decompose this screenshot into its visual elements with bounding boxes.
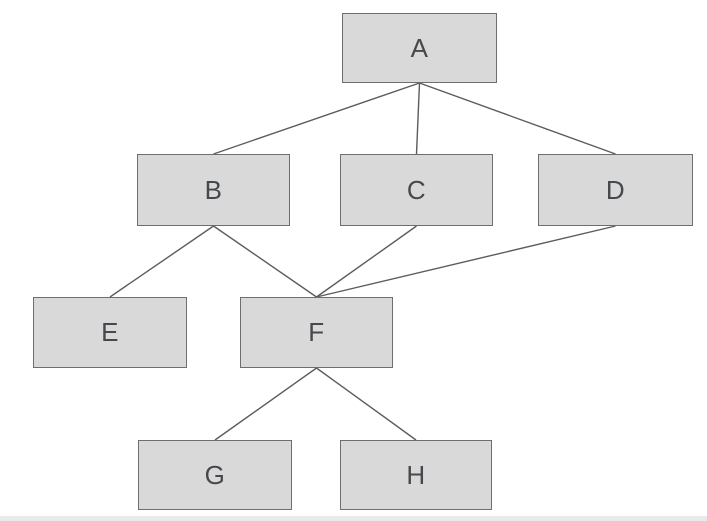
edge-F-G bbox=[214, 367, 317, 441]
edge-B-F bbox=[213, 225, 317, 298]
edge-A-B bbox=[213, 82, 420, 155]
edge-C-F bbox=[316, 225, 417, 298]
node-B: B bbox=[137, 154, 290, 226]
node-G: G bbox=[138, 440, 292, 510]
node-E: E bbox=[33, 297, 187, 368]
node-D: D bbox=[538, 154, 693, 226]
node-F: F bbox=[240, 297, 393, 368]
edge-A-C bbox=[415, 82, 421, 155]
edge-F-H bbox=[316, 367, 417, 441]
node-C: C bbox=[340, 154, 493, 226]
node-H: H bbox=[340, 440, 492, 510]
edge-A-D bbox=[419, 82, 616, 155]
edge-D-F bbox=[316, 225, 616, 298]
node-A: A bbox=[342, 13, 497, 83]
bottom-edge-band bbox=[0, 516, 707, 521]
edge-B-E bbox=[109, 225, 214, 298]
